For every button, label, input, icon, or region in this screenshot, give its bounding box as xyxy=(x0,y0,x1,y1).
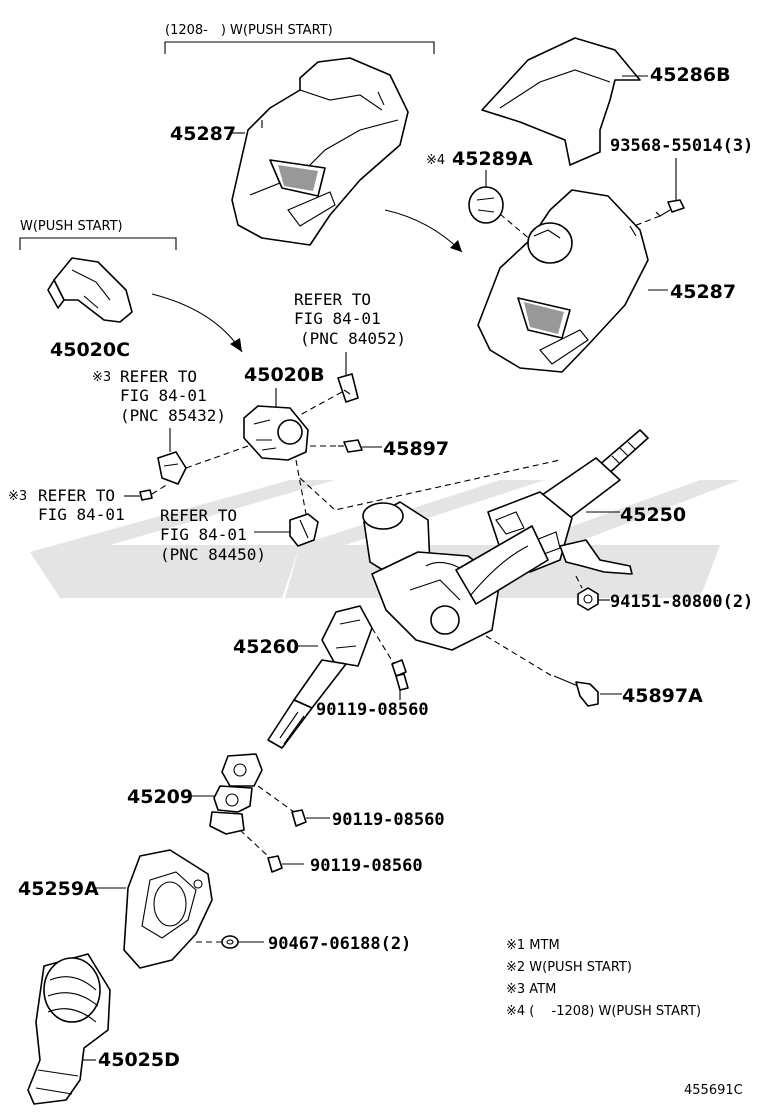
part-45287-top-label: 45287 xyxy=(170,123,236,145)
upper-column-cover-45287-right xyxy=(477,189,649,373)
hole-cover-45259A xyxy=(123,849,213,969)
part-45289A-mark: ※4 xyxy=(426,153,445,168)
bolt-90119-b xyxy=(291,809,307,827)
push-start-bracket-label: W(PUSH START) xyxy=(20,219,123,234)
push-start-cover-bracket xyxy=(164,41,435,54)
part-90119-a-label: 90119-08560 xyxy=(316,700,429,720)
ref-85432-line2: FIG 84-01 xyxy=(120,386,207,405)
ref-84450-line2: FIG 84-01 xyxy=(160,525,247,544)
part-45209-label: 45209 xyxy=(127,786,193,808)
note-2: ※2 W(PUSH START) xyxy=(506,960,632,975)
part-45259A-label: 45259A xyxy=(18,878,99,900)
nut-94151 xyxy=(577,587,599,611)
universal-joint-45209 xyxy=(209,753,263,835)
ref-85432-mark: ※3 xyxy=(92,370,111,385)
part-45897-label: 45897 xyxy=(383,438,449,460)
ignition-switch-45020B xyxy=(243,405,309,461)
note-1: ※1 MTM xyxy=(506,938,560,953)
push-start-switch-45020C xyxy=(47,257,133,323)
upper-column-cover-45287-top xyxy=(231,57,409,246)
clip-90467 xyxy=(221,935,239,949)
note-3: ※3 ATM xyxy=(506,982,556,997)
part-45025D-label: 45025D xyxy=(98,1049,180,1071)
steering-column-assembly-45250 xyxy=(362,429,649,651)
lower-column-cover-45286B xyxy=(481,37,641,166)
ref-left-line2: FIG 84-01 xyxy=(38,505,125,524)
assembly-arrow-left xyxy=(151,293,243,353)
part-45289A-label: 45289A xyxy=(452,148,533,170)
ref-85432-line1: REFER TO xyxy=(120,367,197,386)
part-45287-right-label: 45287 xyxy=(670,281,736,303)
push-start-bracket xyxy=(19,237,177,250)
bolt-90119-c xyxy=(267,855,283,873)
ref-84450-pnc: (PNC 84450) xyxy=(160,545,266,564)
connector-84450 xyxy=(289,513,319,547)
part-93568-label: 93568-55014(3) xyxy=(610,136,753,156)
button-cap-45289A xyxy=(468,186,504,224)
ref-84052-line1: REFER TO xyxy=(294,290,371,309)
part-90467-label: 90467-06188(2) xyxy=(268,934,411,954)
note-4: ※4 ( -1208) W(PUSH START) xyxy=(506,1004,701,1019)
part-45020B-label: 45020B xyxy=(244,364,325,386)
bolt-45897A xyxy=(553,675,599,707)
push-start-cover-bracket-label: (1208- ) W(PUSH START) xyxy=(165,23,333,38)
ref-left-line1: REFER TO xyxy=(38,486,115,505)
assembly-arrow-top xyxy=(384,209,463,253)
key-interlock-85432 xyxy=(157,451,187,485)
figure-id: 455691C xyxy=(684,1083,743,1098)
ref-left-mark: ※3 xyxy=(8,489,27,504)
part-90119-b-label: 90119-08560 xyxy=(332,810,445,830)
bolt-90119-a xyxy=(391,659,409,691)
bolt-45897 xyxy=(338,439,363,453)
part-90119-c-label: 90119-08560 xyxy=(310,856,423,876)
part-45250-label: 45250 xyxy=(620,504,686,526)
boot-45025D xyxy=(27,953,111,1105)
part-45260-label: 45260 xyxy=(233,636,299,658)
connector-84052 xyxy=(337,373,359,403)
part-45286B-label: 45286B xyxy=(650,64,731,86)
part-45897A-label: 45897A xyxy=(622,685,703,707)
ref-84052-pnc: (PNC 84052) xyxy=(300,329,406,348)
part-94151-label: 94151-80800(2) xyxy=(610,592,753,612)
ref-85432-pnc: (PNC 85432) xyxy=(120,406,226,425)
ref-84052-line2: FIG 84-01 xyxy=(294,309,381,328)
ref-84450-line1: REFER TO xyxy=(160,506,237,525)
intermediate-shaft-45260 xyxy=(267,605,373,749)
screw-93568 xyxy=(655,199,685,217)
screw-ref-left xyxy=(139,489,153,501)
part-45020C-label: 45020C xyxy=(50,339,130,361)
